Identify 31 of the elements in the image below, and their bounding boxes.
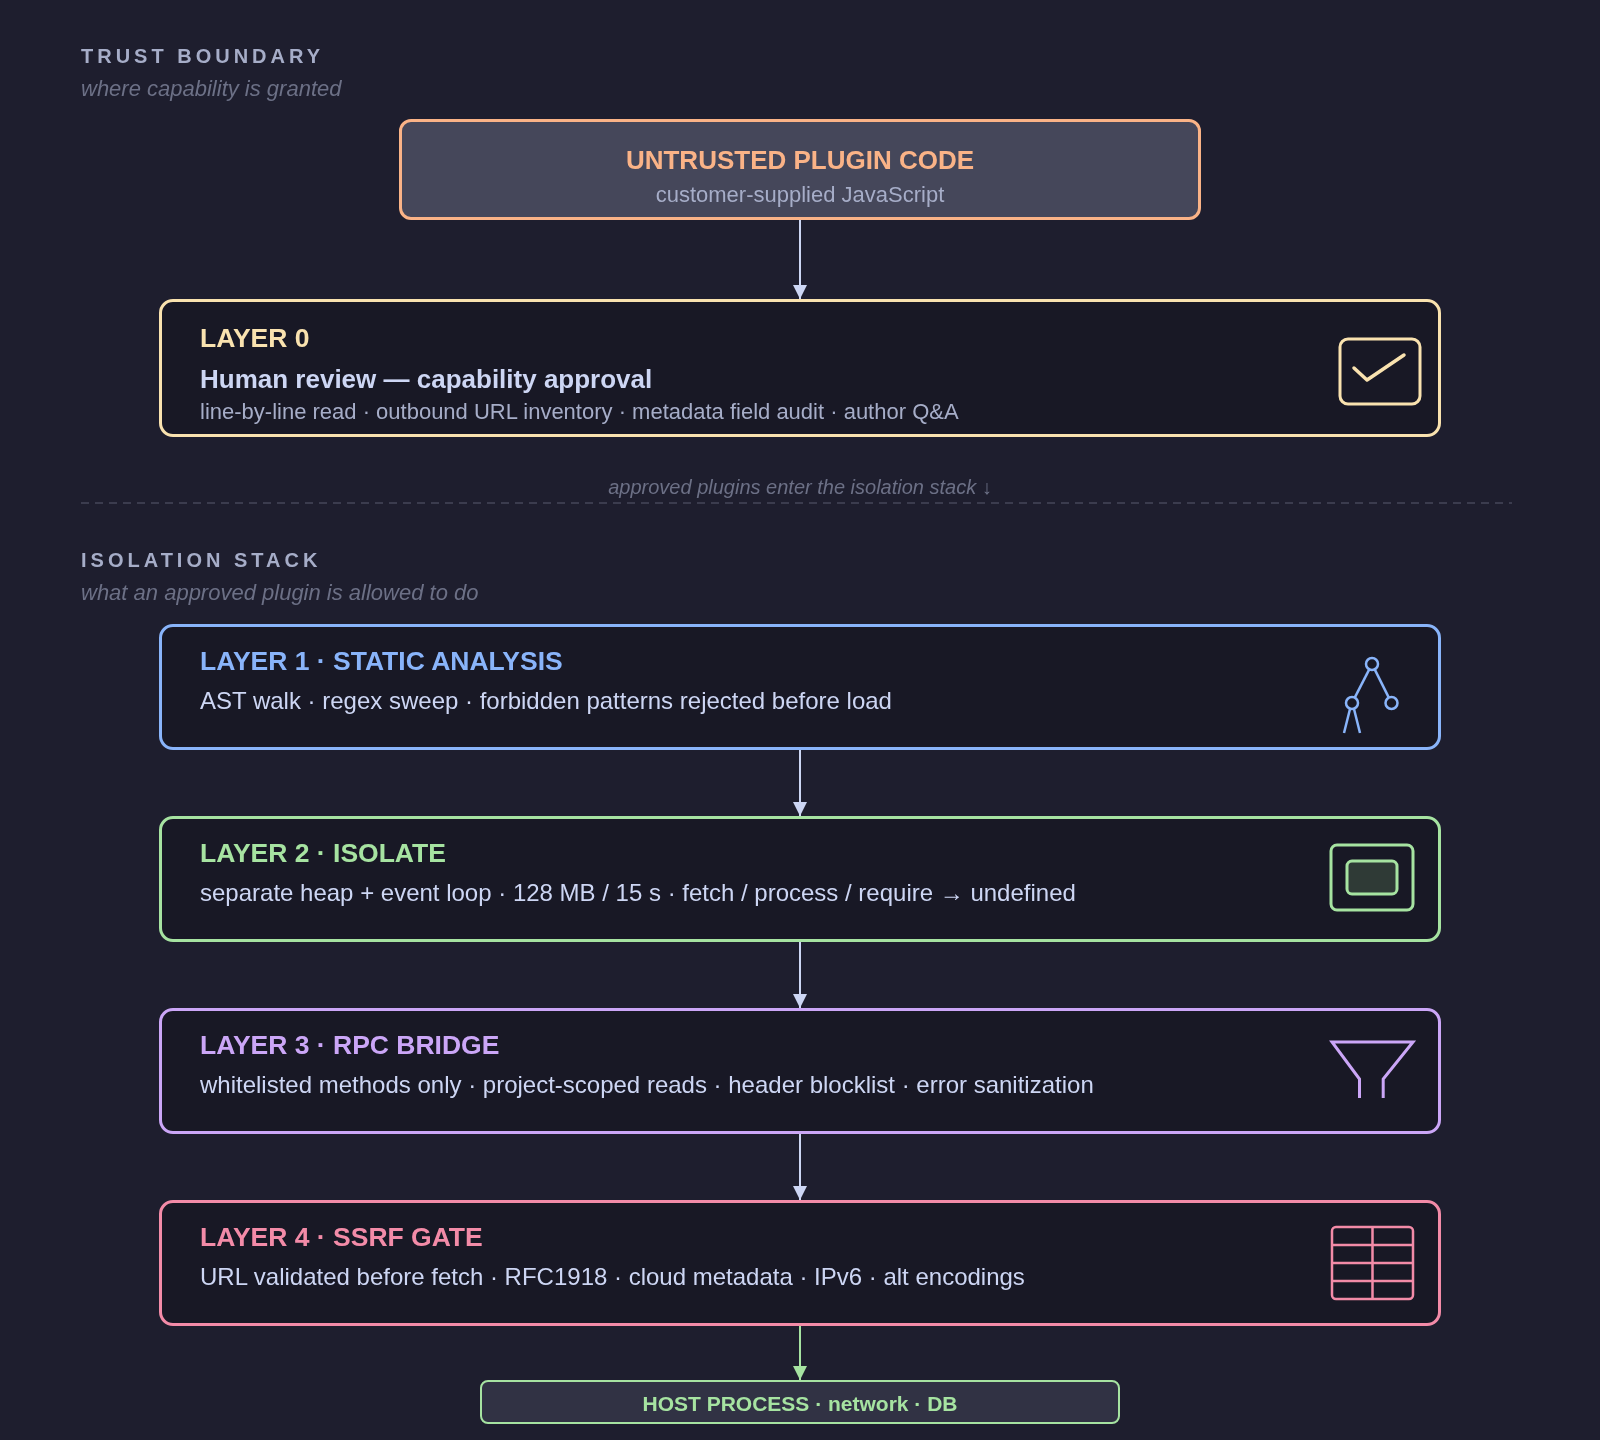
- host-label: HOST PROCESS · network · DB: [642, 1390, 958, 1416]
- card-subtitle: Human review — capability approval: [200, 363, 653, 395]
- card-title: LAYER 0: [200, 322, 310, 354]
- arrow: [793, 941, 807, 1009]
- card-title: LAYER 3 · RPC BRIDGE: [200, 1029, 500, 1061]
- card-title: LAYER 1 · STATIC ANALYSIS: [200, 645, 563, 677]
- card-title: LAYER 4 · SSRF GATE: [200, 1221, 483, 1253]
- card-description: URL validated before fetch · RFC1918 · cloud metadata · IPv6 · alt encodings: [200, 1261, 1025, 1291]
- section-subheading: what an approved plugin is allowed to do: [81, 580, 479, 606]
- arrow: [793, 749, 807, 817]
- card-description: separate heap + event loop · 128 MB / 15 s · fetch / process / require → undefined: [200, 877, 1076, 907]
- layer-card: [159, 624, 1441, 750]
- layer-card: [159, 1200, 1441, 1326]
- arrow: [793, 1133, 807, 1201]
- arrow: [793, 219, 807, 300]
- card-description: whitelisted methods only · project-scoped reads · header blocklist · error sanitization: [200, 1069, 1094, 1099]
- layer-card: [159, 816, 1441, 942]
- arrow: [793, 1325, 807, 1381]
- layer-card: [159, 299, 1441, 437]
- layer-card: [159, 1008, 1441, 1134]
- card-description: AST walk · regex sweep · forbidden patterns rejected before load: [200, 685, 892, 715]
- card-subtitle: customer-supplied JavaScript: [655, 182, 945, 208]
- section-heading: ISOLATION STACK: [81, 548, 322, 572]
- host-card: [480, 1380, 1120, 1424]
- divider-note: approved plugins enter the isolation stack ↓: [608, 475, 992, 499]
- card-description: line-by-line read · outbound URL inventory · metadata field audit · author Q&A: [200, 399, 959, 425]
- section-heading: TRUST BOUNDARY: [81, 44, 325, 68]
- source-card: [399, 119, 1201, 220]
- card-title: UNTRUSTED PLUGIN CODE: [625, 144, 975, 176]
- card-title: LAYER 2 · ISOLATE: [200, 837, 446, 869]
- section-subheading: where capability is granted: [81, 76, 342, 102]
